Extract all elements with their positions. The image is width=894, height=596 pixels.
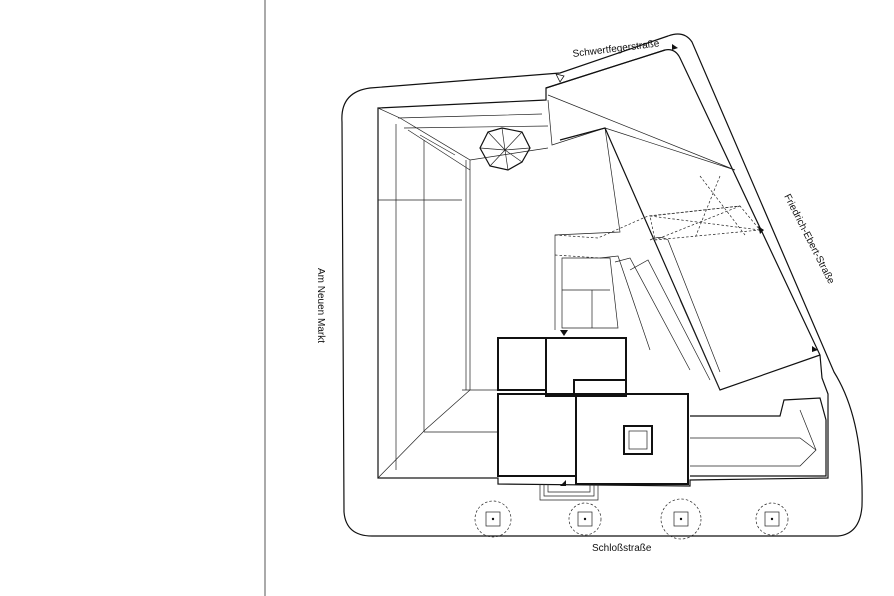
- street-label-right: Friedrich-Ebert-Straße: [781, 192, 836, 286]
- right-wing: [545, 49, 821, 391]
- street-label-left: Am Neuen Markt: [315, 268, 326, 343]
- central-lane: [469, 99, 621, 330]
- entrance-steps: [539, 484, 599, 501]
- east-low-wing-ridge: [690, 409, 817, 467]
- left-wing: [377, 107, 471, 479]
- street-label-bottom: Schloßstraße: [592, 543, 652, 554]
- street-label-top: Schwertfegerstraße: [572, 38, 660, 60]
- dotted-path: [554, 205, 741, 259]
- entrance-marker-top: [555, 73, 565, 83]
- tree-2: [568, 502, 602, 536]
- south-courtyard-rooms: [497, 337, 547, 391]
- east-low-wing: [690, 397, 827, 477]
- tree-3: [660, 498, 702, 540]
- room-small: [573, 379, 627, 397]
- left-wing-roof-lines: [378, 124, 498, 479]
- tree-1: [474, 500, 512, 538]
- building-footprint: [377, 49, 829, 487]
- room-right: [575, 393, 689, 485]
- left-wing-bottom: [424, 389, 498, 433]
- left-wing-ridge: [397, 113, 549, 171]
- entrance-marker-north: [560, 330, 568, 336]
- room-upper: [545, 337, 627, 397]
- entrance-marker-east-2: [812, 346, 818, 352]
- tower-ribs: [479, 127, 531, 171]
- light-well-inner: [628, 430, 648, 450]
- entrance-marker-south: [560, 480, 566, 486]
- entrance-marker-corner: [672, 44, 678, 50]
- crossed-beams: [649, 175, 761, 241]
- tree-4: [755, 502, 789, 536]
- light-well: [623, 425, 653, 455]
- stair-block: [561, 257, 619, 329]
- block-outline: [341, 33, 863, 537]
- hall-roof-lines: [599, 255, 711, 381]
- room-left: [497, 393, 577, 477]
- right-wing-ridge: [547, 94, 736, 391]
- entrance-marker-east-1: [758, 226, 764, 234]
